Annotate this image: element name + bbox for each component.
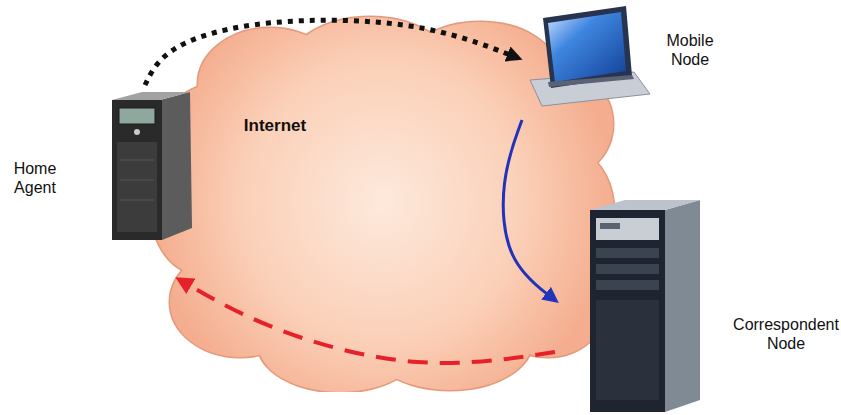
mobile-node: Mobile Node: [518, 5, 733, 120]
tunnel-arrow: [145, 20, 518, 85]
home-agent-node: Home Agent: [0, 85, 195, 280]
server-bezel: [596, 300, 659, 400]
server-side: [665, 200, 700, 412]
server-bay: [596, 264, 659, 274]
server-bay: [120, 160, 154, 161]
correspondent-server: [590, 200, 700, 412]
home-agent-server: [112, 92, 192, 240]
server-side: [160, 92, 192, 240]
node-label: Internet: [220, 116, 330, 135]
server-display: [119, 108, 155, 124]
server-bezel: [117, 142, 157, 232]
server-slot: [600, 223, 620, 229]
correspondent-node: Correspondent Node: [555, 195, 841, 415]
server-front: [590, 210, 665, 412]
direct-route-arrow: [503, 120, 555, 300]
server-top: [112, 92, 190, 100]
server-bay: [596, 248, 659, 258]
internet-cloud: Internet: [150, 12, 615, 392]
server-panel: [596, 218, 659, 240]
cloud-fill: [195, 54, 575, 354]
node-label: Mobile Node: [658, 31, 722, 69]
laptop-screen: [548, 12, 626, 82]
server-bay: [120, 200, 154, 201]
node-label: Correspondent Node: [731, 315, 841, 353]
server-bay: [120, 180, 154, 181]
server-bay: [596, 280, 659, 290]
server-light: [134, 129, 140, 135]
cloud-outline: [195, 54, 575, 354]
mobile-laptop: [530, 6, 650, 106]
laptop-hinge: [548, 75, 634, 87]
laptop-frame: [543, 6, 632, 88]
cloud-shape: [150, 12, 615, 392]
binding-update-arrow: [180, 280, 555, 363]
server-front: [112, 100, 162, 240]
node-label: Home Agent: [0, 159, 70, 197]
